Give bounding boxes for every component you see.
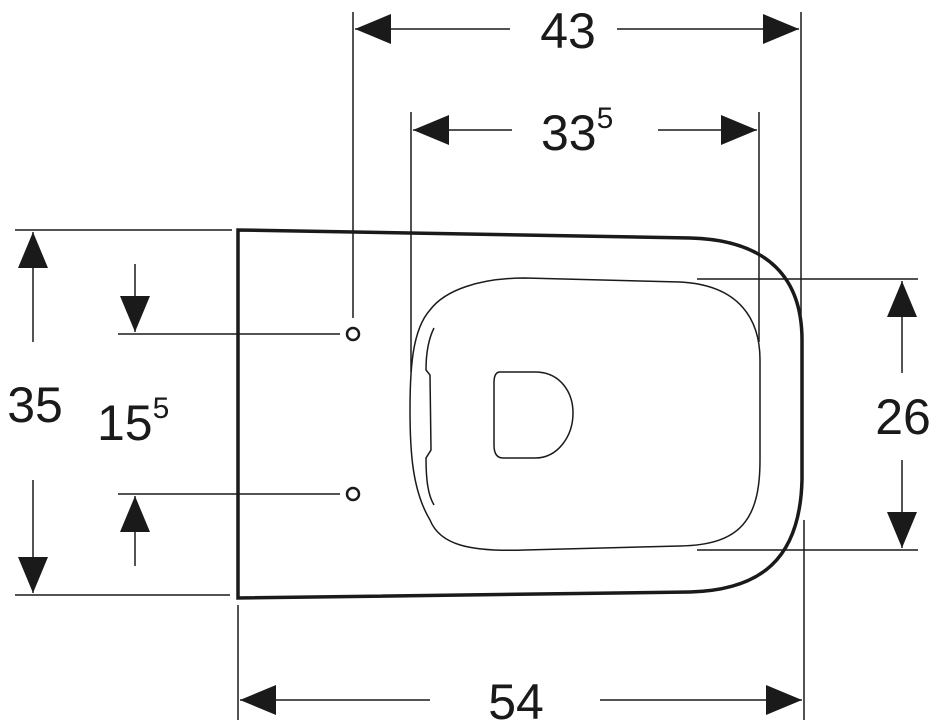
fixing-hole-top — [345, 326, 361, 342]
dimension-label-15-5: 155 — [97, 392, 169, 451]
toilet-outline — [236, 228, 804, 600]
flush-outlet — [493, 371, 574, 459]
dimension-label-35: 35 — [7, 377, 63, 433]
dimension-label-54: 54 — [488, 674, 544, 728]
fixing-holes — [345, 326, 361, 502]
dimension-label-33-5: 335 — [541, 102, 613, 161]
dimension-label-26: 26 — [875, 389, 931, 445]
dimension-bowl-opening: 26 — [875, 281, 931, 548]
seat-hinge-edge — [425, 327, 435, 506]
seat-outline — [409, 277, 761, 552]
extension-lines — [15, 12, 918, 720]
dimension-seat-width: 335 — [413, 102, 757, 161]
fixing-hole-bottom — [345, 486, 361, 502]
bowl-outer-rim — [236, 228, 804, 600]
dimension-fixing-hole-spacing: 155 — [97, 264, 169, 566]
dimension-overall-length: 54 — [240, 674, 802, 728]
dimension-overall-width: 43 — [355, 3, 799, 59]
dimension-overall-depth: 35 — [7, 232, 63, 593]
dimension-label-43: 43 — [540, 3, 596, 59]
